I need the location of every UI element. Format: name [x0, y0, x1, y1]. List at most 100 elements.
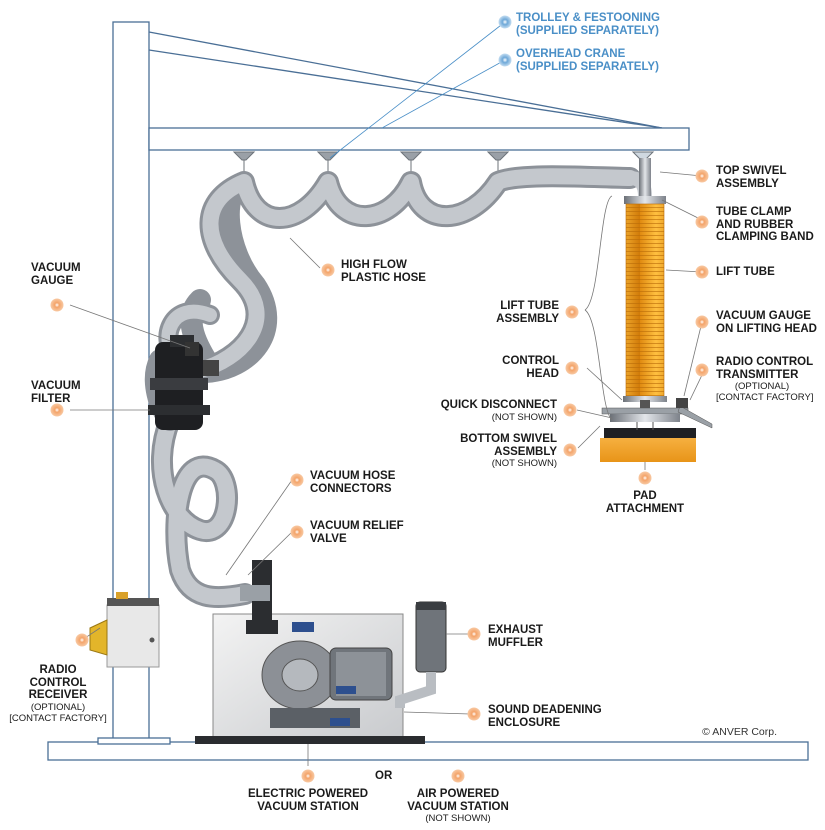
marker-enclosure — [467, 707, 481, 721]
label-or: OR — [375, 770, 393, 782]
label-vacuum-filter-l2: FILTER — [31, 392, 71, 405]
lift-tube-assembly — [600, 158, 713, 462]
marker-pad — [638, 471, 652, 485]
label-vacuum-gauge: VACUUM GAUGE — [31, 262, 81, 287]
label-hose: HIGH FLOW PLASTIC HOSE — [341, 259, 426, 284]
label-radio-rx-l1: RADIO — [39, 664, 77, 676]
label-gauge-head-l2: ON LIFTING HEAD — [716, 322, 817, 335]
label-gauge-head: VACUUM GAUGE ON LIFTING HEAD — [716, 310, 817, 335]
label-top-swivel-l1: TOP SWIVEL — [716, 165, 787, 177]
label-trolley: TROLLEY & FESTOONING (SUPPLIED SEPARATEL… — [516, 12, 660, 37]
marker-radio-tx — [695, 363, 709, 377]
label-radio-tx-sub1: (OPTIONAL) — [734, 381, 790, 392]
label-bottom-swivel: BOTTOM SWIVEL ASSEMBLY (NOT SHOWN) — [460, 433, 557, 469]
marker-electric — [301, 769, 315, 783]
label-lift-tube-assembly: LIFT TUBE ASSEMBLY — [496, 300, 559, 325]
label-radio-rx-l3: RECEIVER — [28, 689, 88, 701]
leader-lines — [69, 21, 703, 766]
label-lift-tube-assembly-l1: LIFT TUBE — [500, 300, 559, 312]
label-muffler-l1: EXHAUST — [488, 624, 543, 636]
marker-filter — [50, 403, 64, 417]
label-crane-l2: (SUPPLIED SEPARATELY) — [516, 60, 659, 73]
label-hose-connectors-l1: VACUUM HOSE — [310, 470, 396, 482]
marker-control-head — [565, 361, 579, 375]
label-muffler: EXHAUST MUFFLER — [488, 624, 543, 649]
marker-gauge-head — [695, 315, 709, 329]
marker-lift-tube — [695, 265, 709, 279]
label-pad-l1: PAD — [633, 490, 657, 502]
vacuum-filter-body — [148, 335, 219, 430]
label-radio-tx-l2: TRANSMITTER — [716, 368, 799, 381]
label-bottom-swivel-l1: BOTTOM SWIVEL — [460, 433, 557, 445]
label-control-head-l1: CONTROL — [502, 355, 559, 367]
label-top-swivel-l2: ASSEMBLY — [716, 177, 779, 190]
marker-lift-tube-assembly — [565, 305, 579, 319]
label-air-station-l2: VACUUM STATION — [407, 800, 509, 813]
marker-tube-clamp — [695, 215, 709, 229]
label-hose-connectors-l2: CONNECTORS — [310, 482, 392, 495]
label-radio-tx: RADIO CONTROL TRANSMITTER (OPTIONAL) [CO… — [716, 356, 813, 403]
label-lift-tube: LIFT TUBE — [716, 266, 775, 279]
marker-gauge — [50, 298, 64, 312]
label-radio-rx: RADIO CONTROL RECEIVER (OPTIONAL) [CONTA… — [2, 664, 114, 724]
label-radio-rx-sub2: [CONTACT FACTORY] — [9, 712, 107, 724]
marker-bottom-swivel — [563, 443, 577, 457]
label-trolley-l1: TROLLEY & FESTOONING — [516, 12, 660, 24]
label-quick-disconnect-sub1: (NOT SHOWN) — [491, 411, 557, 423]
label-electric-station: ELECTRIC POWERED VACUUM STATION — [238, 788, 378, 813]
label-gauge-head-l1: VACUUM GAUGE — [716, 310, 811, 322]
label-vacuum-filter: VACUUM FILTER — [31, 380, 81, 405]
label-hose-l2: PLASTIC HOSE — [341, 271, 426, 284]
label-crane: OVERHEAD CRANE (SUPPLIED SEPARATELY) — [516, 48, 659, 73]
label-trolley-l2: (SUPPLIED SEPARATELY) — [516, 24, 659, 37]
marker-quick-disconnect — [563, 403, 577, 417]
label-hose-connectors: VACUUM HOSE CONNECTORS — [310, 470, 395, 495]
label-bottom-swivel-sub1: (NOT SHOWN) — [491, 458, 557, 469]
marker-crane — [498, 53, 512, 67]
marker-top-swivel — [695, 169, 709, 183]
label-vacuum-gauge-l1: VACUUM — [31, 262, 81, 274]
label-lift-tube-assembly-l2: ASSEMBLY — [496, 312, 559, 325]
label-quick-disconnect: QUICK DISCONNECT (NOT SHOWN) — [441, 399, 557, 423]
label-radio-tx-l1: RADIO CONTROL — [716, 356, 814, 368]
label-air-station-sub1: (NOT SHOWN) — [425, 813, 491, 824]
label-radio-tx-sub2: [CONTACT FACTORY] — [716, 392, 814, 403]
label-control-head-l2: HEAD — [526, 367, 559, 380]
marker-air — [451, 769, 465, 783]
marker-relief-valve — [290, 525, 304, 539]
label-relief-valve-l1: VACUUM RELIEF — [310, 520, 404, 532]
radio-receiver-box — [89, 592, 160, 668]
label-control-head: CONTROL HEAD — [502, 355, 559, 380]
label-electric-station-l2: VACUUM STATION — [257, 800, 359, 813]
vacuum-station — [195, 560, 447, 744]
label-vacuum-filter-l1: VACUUM — [31, 380, 81, 392]
label-muffler-l2: MUFFLER — [488, 636, 543, 649]
label-hose-l1: HIGH FLOW — [341, 259, 407, 271]
marker-trolley — [498, 15, 512, 29]
label-tube-clamp-l2: AND RUBBER — [716, 218, 794, 231]
label-bottom-swivel-l2: ASSEMBLY — [494, 445, 557, 458]
label-vacuum-gauge-l2: GAUGE — [31, 274, 74, 287]
label-radio-rx-sub1: (OPTIONAL) — [30, 701, 86, 713]
label-enclosure-l1: SOUND DEADENING — [488, 704, 602, 716]
label-tube-clamp-l1: TUBE CLAMP — [716, 206, 792, 218]
label-top-swivel: TOP SWIVEL ASSEMBLY — [716, 165, 787, 190]
label-electric-station-l1: ELECTRIC POWERED — [247, 788, 369, 800]
label-tube-clamp-l3: CLAMPING BAND — [716, 231, 814, 243]
label-enclosure-l2: ENCLOSURE — [488, 716, 561, 729]
label-quick-disconnect-l1: QUICK DISCONNECT — [440, 399, 557, 411]
label-pad: PAD ATTACHMENT — [595, 490, 695, 515]
label-air-station-l1: AIR POWERED — [416, 788, 500, 800]
label-relief-valve-l2: VALVE — [310, 532, 347, 545]
marker-radio-rx — [75, 633, 89, 647]
label-pad-l2: ATTACHMENT — [605, 502, 685, 515]
copyright-notice: © ANVER Corp. — [702, 726, 777, 738]
label-air-station: AIR POWERED VACUUM STATION (NOT SHOWN) — [398, 788, 518, 824]
label-radio-rx-l2: CONTROL — [29, 676, 87, 689]
marker-hose-connectors — [290, 473, 304, 487]
label-tube-clamp: TUBE CLAMP AND RUBBER CLAMPING BAND — [716, 206, 814, 244]
marker-hose — [321, 263, 335, 277]
marker-muffler — [467, 627, 481, 641]
label-enclosure: SOUND DEADENING ENCLOSURE — [488, 704, 602, 729]
